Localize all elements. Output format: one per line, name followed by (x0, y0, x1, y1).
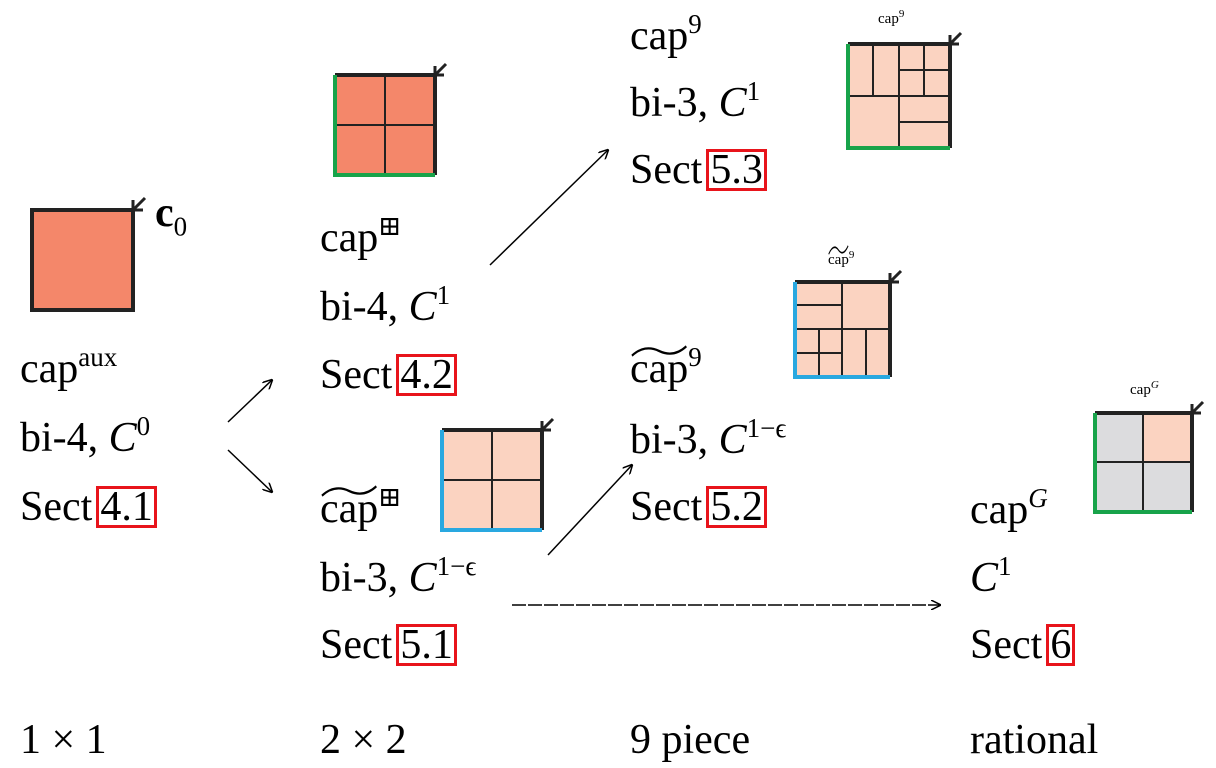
name-cap-tilde-grid: cap⊞ (320, 482, 401, 532)
name-cap9-tilde: cap9 (630, 342, 702, 392)
arrow-to-c2-bottom (227, 449, 272, 492)
degree-start: bi-4, C0 (20, 411, 151, 461)
continuity-capG: C1 (970, 551, 1012, 601)
section-ref-5-3[interactable]: 5.3 (706, 149, 767, 191)
corner-arrow-icon (433, 62, 448, 77)
thumb-title-cap9: cap9 (878, 8, 905, 27)
name-capG: capG (970, 483, 1048, 533)
name-cap-aux: capaux (20, 342, 118, 392)
corner-arrow-icon (888, 269, 903, 284)
corner-arrow-icon (1190, 400, 1205, 415)
section-ref-6[interactable]: 6 (1046, 624, 1076, 666)
thumb-title-capG: capG (1130, 379, 1159, 398)
corner-arrow-icon (540, 417, 555, 432)
patch-9-piece (846, 31, 963, 150)
arrow-to-cap9-tilde (547, 465, 632, 556)
degree-cap9-tilde: bi-3, C1−ϵ (630, 413, 787, 463)
footer-1x1: 1 × 1 (20, 717, 107, 763)
name-cap9: cap9 (630, 9, 702, 59)
patch-2x2-c1 (333, 62, 448, 177)
degree-c2-top: bi-4, C1 (320, 280, 451, 330)
arrow-to-c2-top (227, 380, 272, 423)
footer-9-piece: 9 piece (630, 717, 751, 763)
section-ref-4-2[interactable]: 4.2 (396, 354, 457, 396)
degree-c2-bottom: bi-3, C1−ϵ (320, 551, 477, 601)
footer-2x2: 2 × 2 (320, 717, 407, 763)
corner-arrow-icon (131, 196, 147, 212)
patch-2x2-c1-eps (440, 417, 555, 532)
patch-9-piece-tilde (793, 269, 903, 379)
thumb-title-cap9-tilde: cap9 (828, 245, 854, 275)
corner-arrow-icon (948, 31, 963, 46)
section-ref-5-2[interactable]: 5.2 (706, 486, 767, 528)
section-ref-4-1[interactable]: 4.1 (96, 486, 157, 528)
patch-rational (1093, 400, 1205, 514)
name-cap-grid: cap⊞ (320, 211, 401, 261)
arrow-to-cap9 (489, 150, 608, 266)
vector-c0-label: c0 (155, 190, 188, 242)
footer-rational: rational (970, 717, 1099, 763)
section-ref-5-1[interactable]: 5.1 (396, 624, 457, 666)
degree-cap9: bi-3, C1 (630, 76, 761, 126)
patch-1x1 (30, 196, 147, 312)
